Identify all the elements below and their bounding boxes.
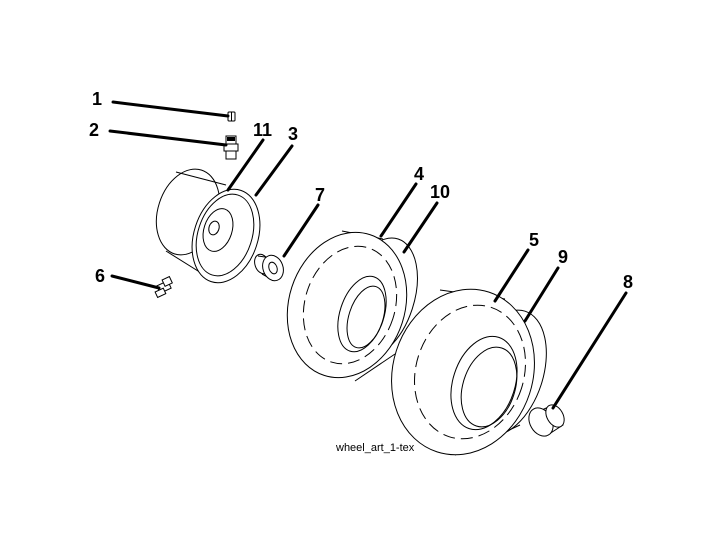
part-front-tire — [286, 230, 418, 382]
callout-1: 1 — [92, 89, 102, 109]
leader-9 — [523, 266, 560, 323]
leader-4 — [379, 182, 418, 238]
leader-10 — [402, 201, 439, 254]
part-valve-stem — [223, 135, 239, 160]
leader-11 — [226, 138, 265, 192]
part-bushing — [254, 253, 284, 282]
part-rim — [155, 168, 261, 284]
callout-3: 3 — [288, 124, 298, 144]
part-axle-cap — [528, 404, 565, 437]
callout-7: 7 — [315, 185, 325, 205]
callout-8: 8 — [623, 272, 633, 292]
leader-5 — [493, 248, 530, 303]
leader-3 — [254, 144, 294, 197]
callout-11: 11 — [253, 120, 272, 140]
callout-2: 2 — [89, 120, 99, 140]
leader-7 — [282, 203, 320, 258]
callouts: 1 2 11 3 4 10 7 6 5 9 8 — [89, 89, 633, 292]
callout-4: 4 — [414, 164, 424, 184]
callout-10: 10 — [430, 182, 450, 202]
callout-6: 6 — [95, 266, 105, 286]
leader-1 — [111, 100, 230, 118]
callout-5: 5 — [529, 230, 539, 250]
leader-2 — [108, 129, 228, 147]
part-grease-fitting — [154, 275, 173, 299]
part-rear-tire — [391, 288, 547, 456]
callout-9: 9 — [558, 247, 568, 267]
leader-8 — [551, 291, 628, 410]
leader-lines — [108, 100, 628, 410]
figure-caption: wheel_art_1-tex — [335, 442, 415, 454]
leader-6 — [110, 274, 161, 290]
